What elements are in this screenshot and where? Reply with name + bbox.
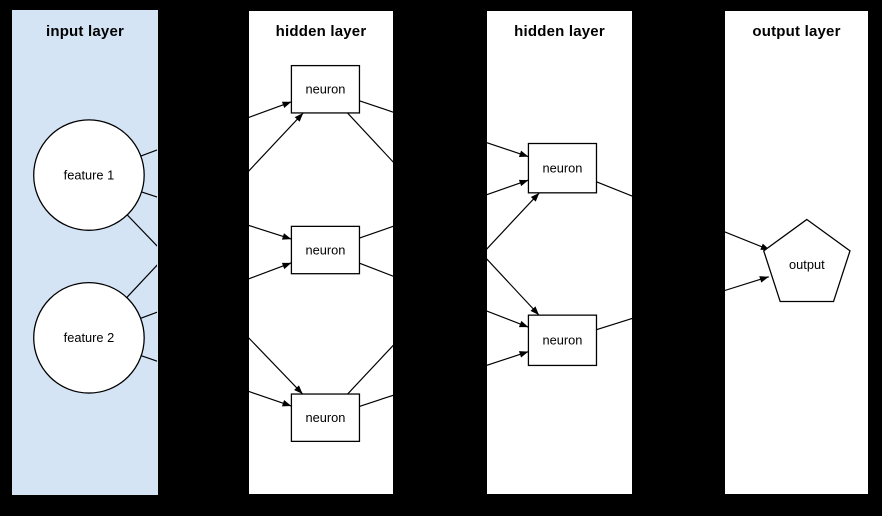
hidden-layer-1-edges: neuron neuron neuron <box>249 64 393 443</box>
arrowhead-hidden1-neuron-3-to-hidden2-neuron-1 <box>530 192 540 202</box>
connection-feature-2-to-hidden1-neuron-3 <box>141 355 157 362</box>
output-node-shape <box>762 218 851 303</box>
hidden1-neuron-2-label: neuron <box>305 242 345 257</box>
connection-feature-2-to-hidden1-neuron-1 <box>126 264 157 298</box>
hidden-layer-2-edges: neuron neuron <box>487 142 632 367</box>
connection-hidden1-neuron-3-to-hidden2-neuron-1 <box>347 344 393 395</box>
input-layer-panel: feature 1 feature 2 input layer <box>12 10 158 495</box>
arrowhead-feature-2-to-hidden1-neuron-2 <box>281 262 292 270</box>
hidden2-neuron-2-shape <box>527 314 598 367</box>
output-layer-title: output layer <box>752 23 841 40</box>
arrowhead-hidden1-neuron-1-to-hidden2-neuron-1 <box>518 150 529 158</box>
hidden-layer-1-panel: neuron neuron neuron hidden layer <box>248 10 394 495</box>
connection-feature-2-to-hidden1-neuron-2 <box>140 311 157 319</box>
connection-feature-1-to-hidden1-neuron-1 <box>249 101 292 119</box>
connection-hidden1-neuron-1-to-hidden2-neuron-2 <box>347 112 393 163</box>
arrowhead-hidden1-neuron-3-to-hidden2-neuron-2 <box>518 351 529 358</box>
arrowhead-hidden1-neuron-2-to-hidden2-neuron-1 <box>518 179 529 187</box>
arrowhead-feature-2-to-hidden1-neuron-3 <box>281 400 292 407</box>
connection-hidden2-neuron-2-to-output-node <box>596 317 632 331</box>
feature-1-label: feature 1 <box>64 167 115 182</box>
output-node-label: output <box>789 257 825 272</box>
connection-hidden1-neuron-3-to-hidden2-neuron-1 <box>487 192 540 250</box>
connection-hidden1-neuron-2-to-hidden2-neuron-2 <box>487 310 529 328</box>
feature-2-label: feature 2 <box>64 330 115 345</box>
connection-feature-1-to-hidden1-neuron-3 <box>249 337 304 395</box>
hidden1-neuron-1-shape <box>290 64 361 114</box>
connection-feature-2-to-hidden1-neuron-2 <box>249 262 292 280</box>
connection-hidden1-neuron-2-to-hidden2-neuron-1 <box>487 179 529 196</box>
connection-feature-2-to-hidden1-neuron-1 <box>249 112 304 172</box>
hidden2-neuron-1-shape <box>527 142 598 194</box>
arrowhead-hidden1-neuron-2-to-hidden2-neuron-2 <box>518 320 529 328</box>
connection-feature-1-to-hidden1-neuron-1 <box>140 149 157 157</box>
connection-hidden2-neuron-1-to-output-node <box>725 231 771 251</box>
arrowhead-hidden2-neuron-2-to-output-node <box>759 276 769 283</box>
hidden2-neuron-1-label: neuron <box>543 161 583 176</box>
connection-feature-2-to-hidden1-neuron-3 <box>249 390 292 407</box>
hidden-layer-2-title: hidden layer <box>514 23 605 40</box>
arrowhead-feature-2-to-hidden1-neuron-1 <box>294 112 304 122</box>
connection-hidden1-neuron-1-to-hidden2-neuron-2 <box>487 258 540 316</box>
input-layer-title: input layer <box>45 23 125 40</box>
arrowhead-feature-1-to-hidden1-neuron-1 <box>281 101 292 108</box>
hidden2-neuron-2-label: neuron <box>543 333 583 348</box>
connection-hidden1-neuron-1-to-hidden2-neuron-1 <box>487 142 529 158</box>
hidden1-neuron-3-shape <box>290 393 361 443</box>
connection-feature-1-to-hidden1-neuron-2 <box>249 224 292 240</box>
connection-hidden1-neuron-1-to-hidden2-neuron-1 <box>359 100 393 113</box>
connection-hidden1-neuron-2-to-hidden2-neuron-2 <box>359 262 393 277</box>
feature-2-shape <box>33 281 145 394</box>
input-layer-edges: feature 1 feature 2 <box>33 119 157 394</box>
hidden-layer-2-panel: neuron neuron hidden layer <box>486 10 633 495</box>
connection-feature-1-to-hidden1-neuron-3 <box>126 214 157 247</box>
connection-hidden1-neuron-2-to-hidden2-neuron-1 <box>359 225 393 239</box>
connection-hidden2-neuron-2-to-output-node <box>725 276 769 292</box>
hidden1-neuron-3-label: neuron <box>305 410 345 425</box>
output-layer-edges: output <box>725 218 851 303</box>
connection-hidden1-neuron-3-to-hidden2-neuron-2 <box>359 394 393 407</box>
hidden1-neuron-2-shape <box>290 225 361 275</box>
arrowhead-feature-1-to-hidden1-neuron-2 <box>281 233 292 240</box>
connection-hidden1-neuron-3-to-hidden2-neuron-2 <box>487 351 529 366</box>
feature-1-shape <box>33 119 145 231</box>
hidden1-neuron-1-label: neuron <box>305 82 345 97</box>
arrowhead-feature-1-to-hidden1-neuron-3 <box>294 385 303 395</box>
hidden-layer-1-title: hidden layer <box>275 23 367 40</box>
output-layer-panel: output output layer <box>724 10 869 495</box>
connection-hidden2-neuron-1-to-output-node <box>596 181 632 197</box>
arrowhead-hidden1-neuron-1-to-hidden2-neuron-2 <box>530 306 540 316</box>
